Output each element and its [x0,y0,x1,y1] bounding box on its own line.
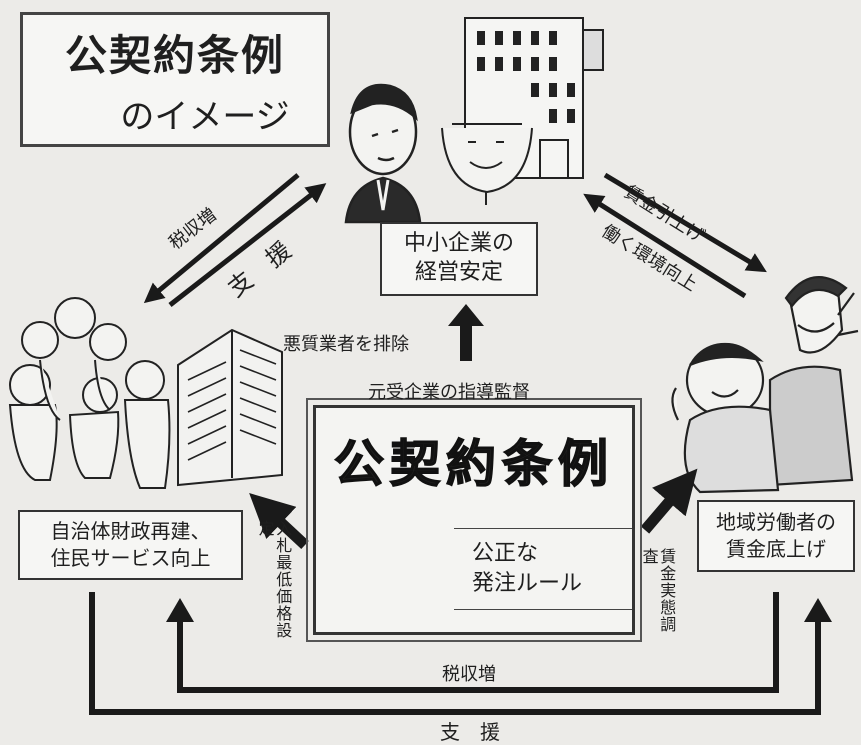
arrow-to-labor [640,468,698,534]
smb-stability-box: 中小企業の 経営安定 [380,222,538,296]
rule-line1: 公正な [472,541,539,567]
arrows-upper-left [143,173,327,307]
labor-line1: 地域労働者の [716,510,836,534]
title-line1: 公契約条例 [64,30,285,80]
center-title: 公契約条例 [333,434,614,494]
label-prime-contractor: 元受企業の指導監督 [368,382,530,403]
fair-order-rule: 公正な 発注ルール [454,528,632,610]
rule-line2: 発注ルール [472,571,583,596]
title-box: 公契約条例 のイメージ [20,12,330,147]
building-with-smiling-face [441,17,604,205]
label-exclude-bad: 悪質業者を排除 [283,334,409,355]
title-line2: のイメージ [120,96,290,137]
bottom-loop-arrows [89,592,821,715]
gov-line1: 自治体財政再建、 [50,519,211,543]
arrow-to-gov [249,493,309,550]
label-bid-price: 入札最低価格設定 [255,520,293,639]
gov-line2: 住民サービス向上 [50,546,211,570]
smb-line1: 中小企業の [403,231,514,257]
city-hall-building [177,328,283,487]
ordinance-center-box: 公契約条例 公正な 発注ルール [306,398,642,642]
bottom-arrowheads [166,598,832,622]
residents-group [8,297,171,489]
label-wage-survey: 賃金実態調査 [639,548,677,633]
arrow-exclude-up [448,304,484,361]
municipal-finance-box: 自治体財政再建、 住民サービス向上 [18,510,243,580]
businessman-figure [344,83,422,224]
label-tax-increase-lower: 税収増 [442,664,496,685]
arrows-upper-right [583,172,767,299]
label-support-lower: 支 援 [440,720,500,744]
smb-line2: 経営安定 [414,260,503,285]
workers-pair [671,276,859,494]
worker-wage-box: 地域労働者の 賃金底上げ [697,500,855,572]
labor-line2: 賃金底上げ [726,537,826,561]
